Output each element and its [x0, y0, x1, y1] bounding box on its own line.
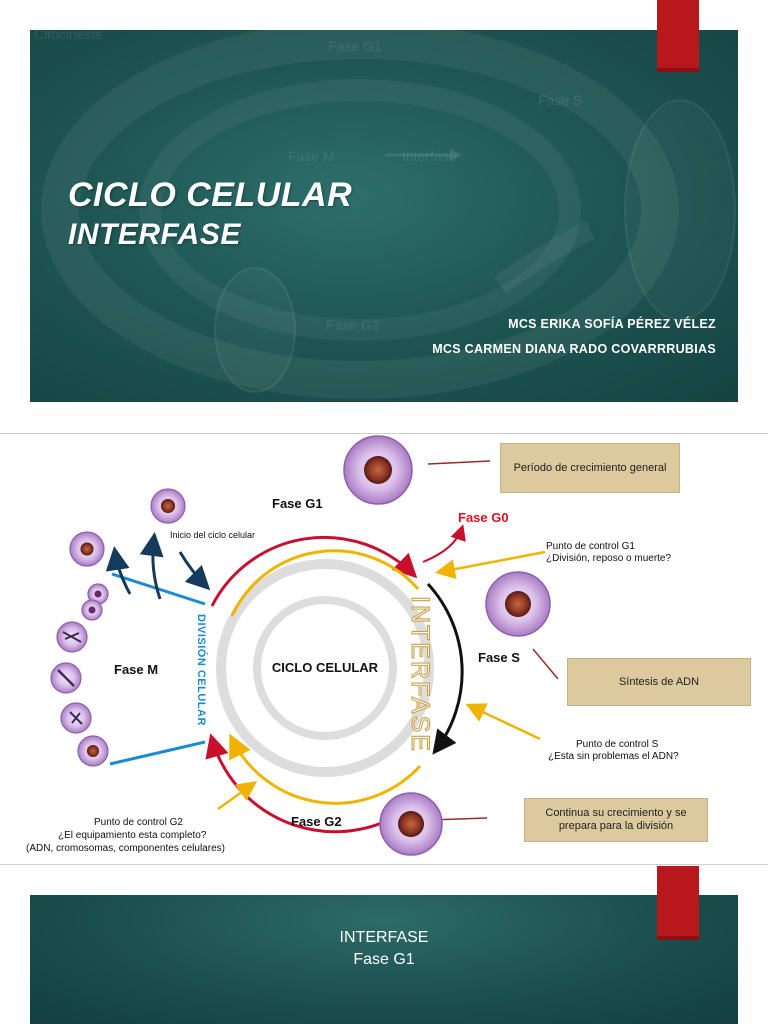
- checkpoint-g2-detail: (ADN, cromosomas, componentes celulares): [26, 843, 225, 854]
- slide-title: CICLO CELULAR: [68, 176, 353, 214]
- cell-mitosis-anaphase: [56, 621, 88, 653]
- background-label: Fase M: [288, 148, 335, 164]
- background-label: Citocinesis: [34, 30, 102, 42]
- slide-subtitle: INTERFASE: [68, 218, 241, 251]
- cell-small-top: [150, 488, 186, 524]
- background-label: Fase S: [538, 92, 583, 108]
- author-name: MCS CARMEN DIANA RADO COVARRRUBIAS: [432, 342, 716, 356]
- checkpoint-g1-question: ¿División, reposo o muerte?: [546, 553, 672, 564]
- checkpoint-s-title: Punto de control S: [576, 739, 659, 750]
- s-checkpoint-arrow: [465, 703, 541, 741]
- inicio-arrow-down: [178, 551, 211, 591]
- background-label: Interfase: [402, 148, 457, 164]
- cell-mitosis-prophase: [77, 735, 109, 767]
- cell-g1: [343, 435, 413, 505]
- cell-s: [485, 571, 551, 637]
- connector-line: [532, 648, 559, 680]
- division-line-bottom: [109, 740, 206, 766]
- cell-cycle-diagram: INTERFASE DIVISIÓN CELULAR CICLO CELULAR: [50, 435, 559, 856]
- g1-arc-arrow: [210, 535, 418, 607]
- phase-label-g0: Fase G0: [458, 510, 509, 525]
- interfase-vertical-label: INTERFASE: [406, 596, 434, 753]
- phase-label-g1: Fase G1: [272, 496, 323, 511]
- division-celular-label: DIVISIÓN CELULAR: [195, 614, 208, 726]
- slide-subtitle: Fase G1: [353, 951, 415, 968]
- background-label: Fase G2: [326, 317, 380, 333]
- box-g1-description: Período de crecimiento general: [500, 443, 680, 493]
- cell-mitosis-1: [69, 531, 105, 567]
- outer-ring: [216, 559, 434, 777]
- cell-mitosis-prometaphase: [60, 702, 92, 734]
- g2-checkpoint-arrow: [217, 781, 258, 811]
- center-label: CICLO CELULAR: [272, 660, 379, 675]
- cell-cycle-diagram-slide: INTERFASE DIVISIÓN CELULAR CICLO CELULAR…: [0, 433, 768, 865]
- interfase-slide: INTERFASE Fase G1: [30, 895, 738, 1024]
- yellow-arc-arrow: [229, 733, 422, 805]
- g1-checkpoint-arrow: [435, 550, 546, 580]
- s-phase-arrow: [426, 582, 464, 755]
- background-label: Fase G1: [328, 38, 382, 54]
- cell-mitosis-metaphase: [50, 662, 82, 694]
- checkpoint-g2-title: Punto de control G2: [94, 817, 183, 828]
- phase-label-s: Fase S: [478, 650, 520, 665]
- background-cell-cycle-art: [41, 30, 736, 399]
- checkpoint-g2-question: ¿El equipamiento esta completo?: [58, 830, 207, 841]
- g0-arrow: [422, 524, 466, 563]
- inicio-arrow-up: [139, 532, 164, 600]
- connector-line: [427, 460, 491, 465]
- author-name: MCS ERIKA SOFÍA PÉREZ VÉLEZ: [508, 317, 716, 331]
- title-slide: Fase G1 Fase S Fase M Interfase Fase G2 …: [30, 30, 738, 402]
- phase-label-g2: Fase G2: [291, 814, 342, 829]
- phase-label-m: Fase M: [114, 662, 159, 677]
- bookmark-ribbon: [657, 0, 699, 72]
- cell-g2: [379, 792, 443, 856]
- box-g2-description: Continua su crecimiento y se prepara par…: [524, 798, 708, 842]
- cell-mitosis-cytokinesis: [81, 583, 109, 621]
- inicio-label: Inicio del ciclo celular: [170, 530, 256, 540]
- inicio-arrow-left: [105, 546, 132, 595]
- bookmark-ribbon: [657, 866, 699, 940]
- yellow-arc: [230, 549, 420, 617]
- box-s-description: Síntesis de ADN: [567, 658, 751, 706]
- inner-ring: [253, 596, 397, 740]
- slide-title: INTERFASE: [339, 929, 429, 946]
- checkpoint-g1-title: Punto de control G1: [546, 541, 635, 552]
- checkpoint-s-question: ¿Esta sin problemas el ADN?: [548, 751, 679, 762]
